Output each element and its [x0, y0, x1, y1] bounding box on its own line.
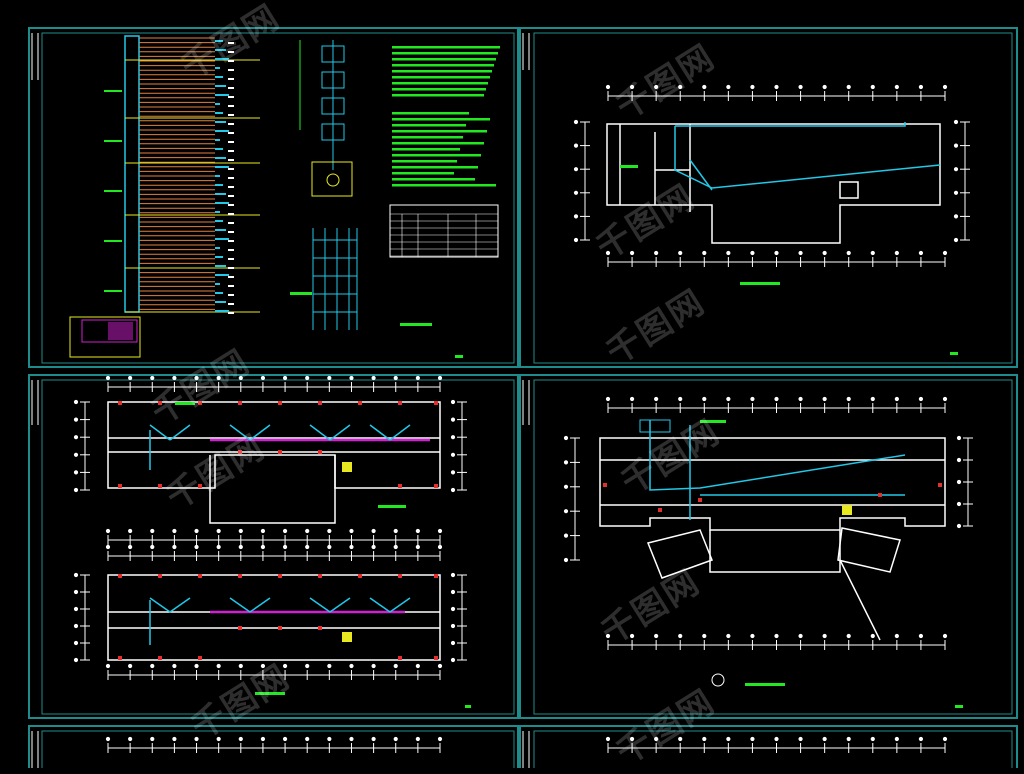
- sheet-frame-bottom-right: [519, 725, 1018, 768]
- basement-floor-plan: [606, 123, 941, 244]
- sheet-frame-top-right: [519, 27, 1018, 368]
- ground-floor-plan: [599, 419, 946, 641]
- sheet-frame-mid-left: [28, 374, 519, 719]
- sheet-frame-bottom-left: [28, 725, 519, 768]
- sheet-frame-mid-right: [519, 374, 1018, 719]
- sheet-frame-top-left: [28, 27, 519, 368]
- typical-floor-plans: [107, 401, 441, 661]
- system-riser-diagram: [69, 35, 500, 358]
